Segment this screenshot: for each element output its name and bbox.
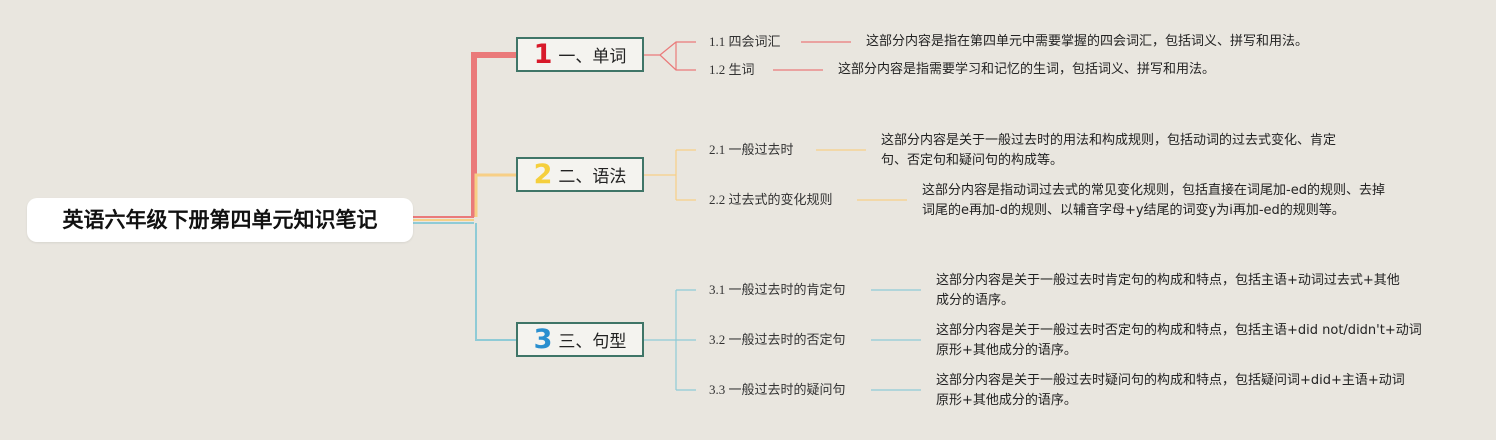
branch-label: 一、单词 bbox=[558, 47, 627, 67]
subtopic-3-3[interactable]: 3.3 一般过去时的疑问句 bbox=[709, 382, 846, 397]
subtopic-3-3-desc: 这部分内容是关于一般过去时疑问句的构成和特点，包括疑问词+did+主语+动词 原… bbox=[936, 373, 1405, 408]
number-3-icon: 3 bbox=[533, 324, 553, 355]
root-topic[interactable]: 英语六年级下册第四单元知识笔记 bbox=[27, 198, 413, 242]
branch-grammar[interactable]: 2 二、语法 bbox=[516, 157, 644, 192]
branch-label: 三、句型 bbox=[558, 332, 627, 352]
subtopic-3-1-desc: 这部分内容是关于一般过去时肯定句的构成和特点，包括主语+动词过去式+其他 成分的… bbox=[936, 273, 1400, 308]
subtopic-2-2[interactable]: 2.2 过去式的变化规则 bbox=[709, 192, 833, 207]
branch-vocabulary[interactable]: 1 一、单词 bbox=[516, 37, 644, 72]
subtopic-1-1[interactable]: 1.1 四会词汇 bbox=[709, 34, 781, 49]
branch-label: 二、语法 bbox=[558, 167, 627, 187]
number-1-icon: 1 bbox=[533, 39, 553, 70]
subtopic-1-2-desc: 这部分内容是指需要学习和记忆的生词，包括词义、拼写和用法。 bbox=[838, 62, 1216, 77]
subtopic-1-1-desc: 这部分内容是指在第四单元中需要掌握的四会词汇，包括词义、拼写和用法。 bbox=[866, 34, 1309, 49]
subtopic-3-1[interactable]: 3.1 一般过去时的肯定句 bbox=[709, 282, 846, 297]
number-2-icon: 2 bbox=[533, 159, 553, 190]
subtopic-2-1-desc: 这部分内容是关于一般过去时的用法和构成规则，包括动词的过去式变化、肯定 句、否定… bbox=[881, 133, 1337, 168]
subtopic-3-2[interactable]: 3.2 一般过去时的否定句 bbox=[709, 332, 846, 347]
subtopic-2-1[interactable]: 2.1 一般过去时 bbox=[709, 142, 794, 157]
subtopic-3-2-desc: 这部分内容是关于一般过去时否定句的构成和特点，包括主语+did not/didn… bbox=[936, 323, 1422, 358]
subtopic-2-2-desc: 这部分内容是指动词过去式的常见变化规则，包括直接在词尾加-ed的规则、去掉 词尾… bbox=[922, 183, 1385, 218]
subtopic-1-2[interactable]: 1.2 生词 bbox=[709, 62, 755, 77]
branch-sentence-patterns[interactable]: 3 三、句型 bbox=[516, 322, 644, 357]
